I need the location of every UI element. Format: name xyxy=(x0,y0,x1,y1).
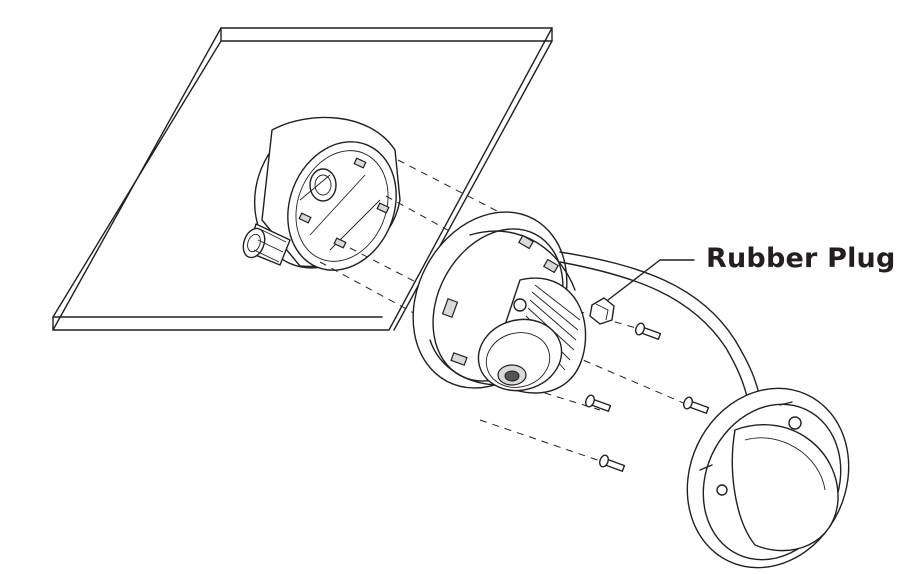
junction-box xyxy=(253,116,401,271)
safety-cable xyxy=(559,251,761,401)
screw-2 xyxy=(585,394,612,412)
screw-3 xyxy=(683,396,710,414)
callout-leader xyxy=(607,259,695,301)
rubber-plug-label: Rubber Plug xyxy=(706,243,896,274)
screws xyxy=(585,322,710,472)
cable-gland xyxy=(242,223,291,266)
screw-1 xyxy=(635,322,662,340)
camera-module xyxy=(477,277,587,394)
screw-4 xyxy=(599,454,626,472)
rubber-plug xyxy=(589,297,615,325)
dome-cover xyxy=(686,387,850,569)
